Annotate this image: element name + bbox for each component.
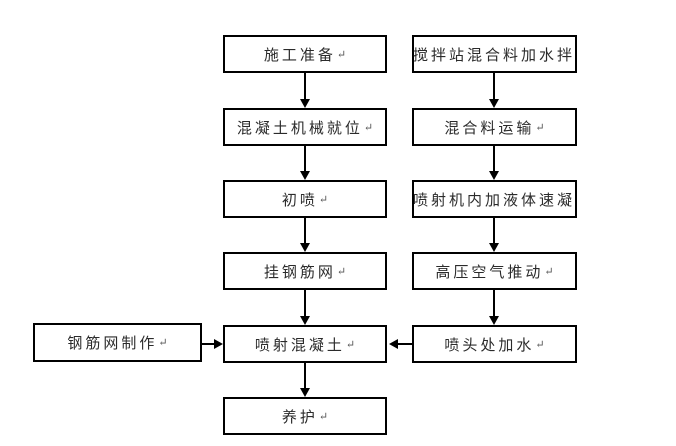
flow-node-liquid-accelerator-in-sprayer: 喷射机内加液体速凝 <box>412 180 577 218</box>
flow-node-hang-steel-mesh: 挂钢筋网↵ <box>223 252 387 290</box>
flow-node-mixture-transport: 混合料运输↵ <box>412 108 577 146</box>
return-mark-icon: ↵ <box>345 338 356 351</box>
flow-node-concrete-machine-positioning: 混凝土机械就位↵ <box>223 108 387 146</box>
node-label: 初喷 <box>281 192 318 209</box>
arrow-down-connector <box>300 218 310 252</box>
node-label: 混合料运输 <box>444 120 535 137</box>
return-mark-icon: ↵ <box>336 265 347 278</box>
node-label: 钢筋网制作 <box>67 336 158 352</box>
node-label: 养护 <box>281 409 318 426</box>
arrow-down-connector <box>300 146 310 180</box>
return-mark-icon: ↵ <box>544 265 554 278</box>
arrow-left-connector <box>389 339 412 349</box>
flow-node-high-pressure-air-push: 高压空气推动↵ <box>412 252 577 290</box>
node-label: 喷射机内加液体速凝 <box>413 192 576 209</box>
return-mark-icon: ↵ <box>158 337 168 349</box>
return-mark-icon: ↵ <box>318 410 329 423</box>
flow-node-initial-spray: 初喷↵ <box>223 180 387 218</box>
node-label: 施工准备 <box>263 47 336 64</box>
node-label: 喷头处加水 <box>444 337 535 354</box>
node-label: 搅拌站混合料加水拌 <box>413 47 576 64</box>
return-mark-icon: ↵ <box>318 193 329 206</box>
return-mark-icon: ↵ <box>535 338 545 351</box>
arrow-down-connector <box>489 73 499 108</box>
node-label: 高压空气推动 <box>435 264 544 281</box>
arrow-down-connector <box>489 218 499 252</box>
return-mark-icon: ↵ <box>535 121 545 134</box>
flow-node-curing: 养护↵ <box>223 397 387 435</box>
return-mark-icon: ↵ <box>336 48 347 61</box>
node-label: 喷射混凝土 <box>254 337 345 354</box>
arrow-down-connector <box>300 363 310 397</box>
arrow-down-connector <box>489 146 499 180</box>
flow-node-nozzle-add-water: 喷头处加水↵ <box>412 325 577 363</box>
arrow-down-connector <box>300 73 310 108</box>
arrow-down-connector <box>300 290 310 325</box>
flow-node-mixing-station-add-water: 搅拌站混合料加水拌 <box>412 35 577 73</box>
flow-node-shotcrete: 喷射混凝土↵ <box>223 325 387 363</box>
node-label: 挂钢筋网 <box>263 264 336 281</box>
flow-node-construction-preparation: 施工准备↵ <box>223 35 387 73</box>
return-mark-icon: ↵ <box>363 121 374 134</box>
arrow-down-connector <box>489 290 499 325</box>
node-label: 混凝土机械就位 <box>236 120 363 137</box>
flow-node-steel-mesh-fabrication: 钢筋网制作↵ <box>33 323 202 362</box>
arrow-right-connector <box>202 339 223 349</box>
